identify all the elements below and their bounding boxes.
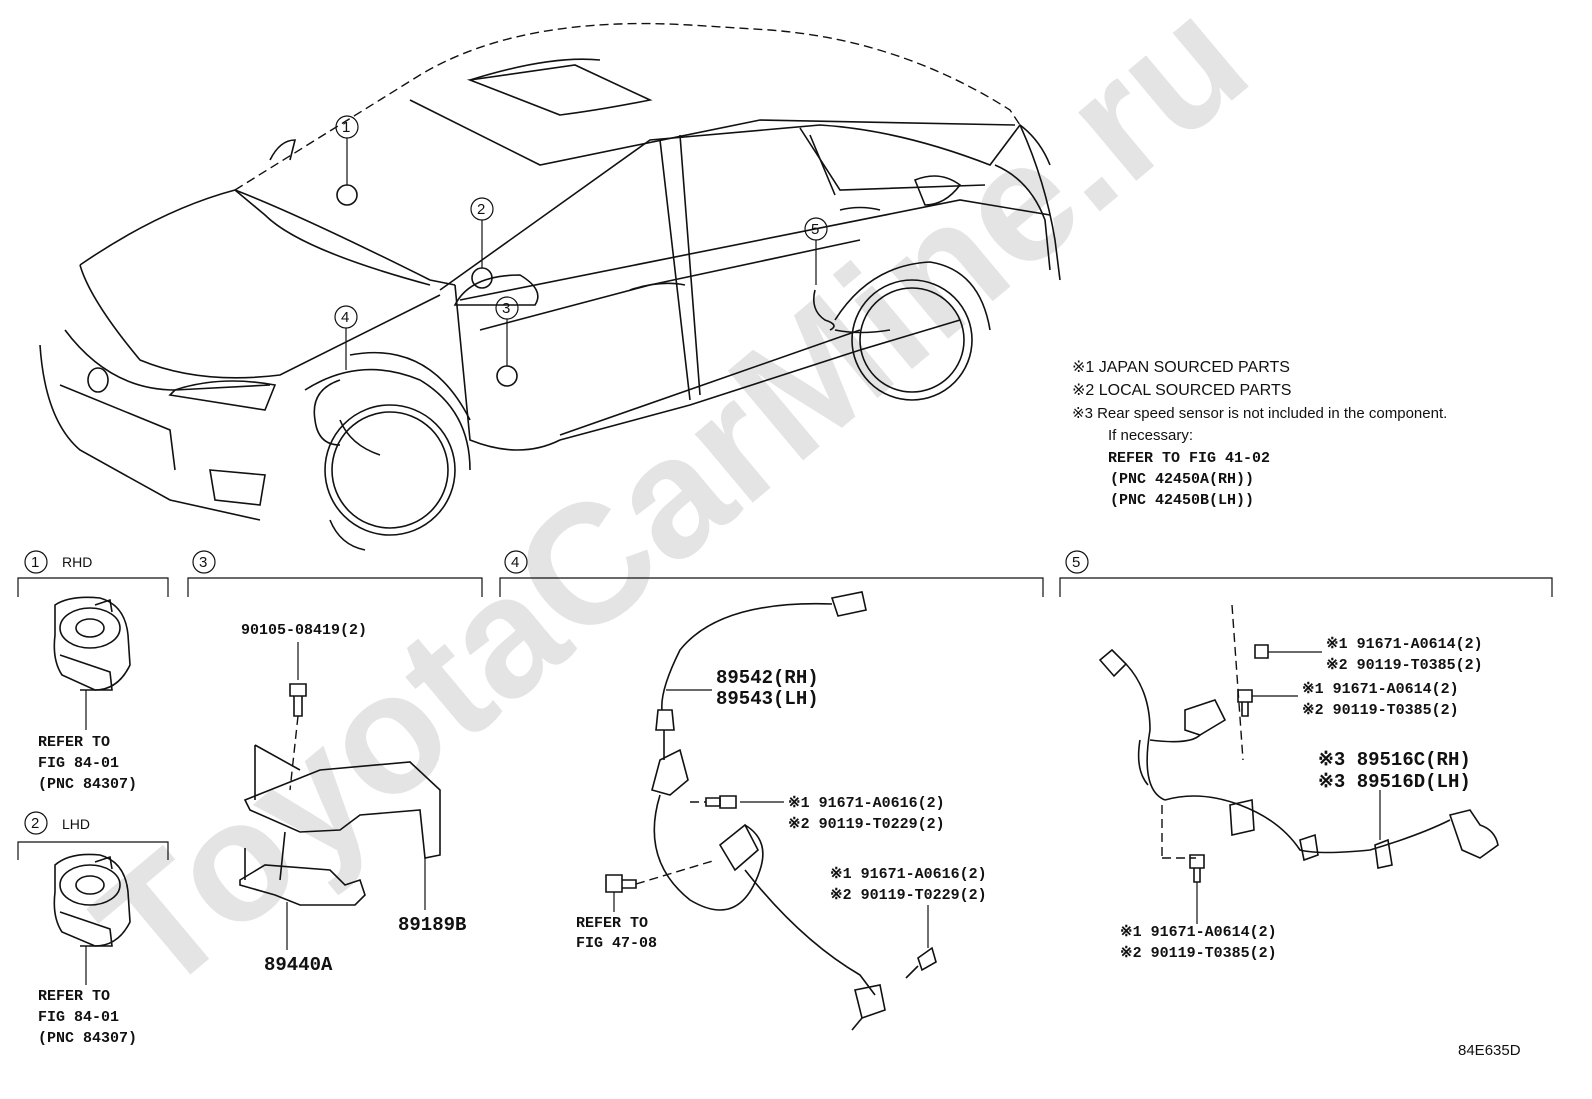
section-4-bolt1-local: ※2 90119-T0229(2): [788, 816, 945, 833]
part-89516d-lh: ※3 89516D(LH): [1318, 771, 1471, 793]
section-1-number: 1: [31, 554, 39, 571]
section-4: 4 89542(RH) 89543(LH) ※1 91671-A0616(2) …: [499, 550, 1044, 1031]
part-89440a: 89440A: [264, 954, 333, 976]
car-illustration: 1 2 3 4 5: [39, 22, 1061, 551]
note-rear-sensor: ※3 Rear speed sensor is not included in …: [1072, 405, 1447, 422]
note-pnc-lh: (PNC 42450B(LH)): [1110, 492, 1254, 509]
spiral-cable-rhd: [53, 596, 131, 691]
note-japan-sourced: ※1 JAPAN SOURCED PARTS: [1072, 359, 1290, 376]
sensor-bracket-89440a: [239, 831, 366, 906]
part-89516c-rh: ※3 89516C(RH): [1318, 749, 1471, 771]
section-5-number: 5: [1072, 554, 1080, 571]
rear-speed-sensor-harness: [1098, 648, 1499, 869]
bolt-icon: [905, 946, 937, 979]
note-local-sourced: ※2 LOCAL SOURCED PARTS: [1072, 382, 1291, 399]
section-5-boltC-japan: ※1 91671-A0614(2): [1120, 924, 1277, 941]
bolt-icon: [705, 795, 737, 809]
section-4-bolt1-japan: ※1 91671-A0616(2): [788, 795, 945, 812]
part-89543-lh: 89543(LH): [716, 688, 819, 710]
section-5: 5 ※1 91671-A0614(2) ※2 90119-T0385(2): [1059, 550, 1553, 962]
bolt-icon: [1189, 854, 1205, 883]
bolt-icon: [1237, 689, 1253, 717]
bracket-89189b: [243, 744, 441, 859]
part-89189b: 89189B: [398, 914, 466, 936]
section-1-refer-1: REFER TO: [38, 734, 110, 751]
section-1-rhd: 1 RHD REFER TO FIG 84-01 (PNC 84307): [17, 550, 169, 793]
bolt-icon: [605, 874, 637, 893]
section-2-refer-1: REFER TO: [38, 988, 110, 1005]
section-5-boltA-local: ※2 90119-T0385(2): [1326, 657, 1483, 674]
callout-5: 5: [811, 221, 819, 238]
section-2-number: 2: [31, 815, 39, 832]
notes-block: ※1 JAPAN SOURCED PARTS ※2 LOCAL SOURCED …: [1072, 359, 1447, 509]
section-1-label: RHD: [62, 554, 92, 570]
bolt-icon: [1254, 644, 1269, 659]
callout-4: 4: [341, 309, 349, 326]
section-3: 3 90105-08419(2) 89440A 89189B: [187, 550, 483, 976]
callout-3: 3: [502, 300, 510, 317]
section-2-label: LHD: [62, 816, 90, 832]
spiral-cable-lhd: [53, 853, 131, 947]
section-2-refer-3: (PNC 84307): [38, 1030, 137, 1047]
note-pnc-rh: (PNC 42450A(RH)): [1110, 471, 1254, 488]
section-1-refer-3: (PNC 84307): [38, 776, 137, 793]
front-speed-sensor: [651, 591, 886, 1031]
section-4-refer-2: FIG 47-08: [576, 935, 657, 952]
note-refer-fig: REFER TO FIG 41-02: [1108, 450, 1270, 467]
note-if-necessary: If necessary:: [1108, 427, 1193, 444]
section-3-bolt-label: 90105-08419(2): [241, 622, 367, 639]
section-2-refer-2: FIG 84-01: [38, 1009, 119, 1026]
section-4-refer-1: REFER TO: [576, 915, 648, 932]
section-2-lhd: 2 LHD REFER TO FIG 84-01 (PNC 84307): [17, 811, 169, 1047]
part-89542-rh: 89542(RH): [716, 667, 819, 689]
figure-id: 84E635D: [1458, 1042, 1521, 1059]
callout-2: 2: [477, 201, 485, 218]
section-3-number: 3: [199, 554, 207, 571]
section-5-boltB-local: ※2 90119-T0385(2): [1302, 702, 1459, 719]
callout-1: 1: [342, 119, 350, 136]
section-1-refer-2: FIG 84-01: [38, 755, 119, 772]
section-4-bolt2-local: ※2 90119-T0229(2): [830, 887, 987, 904]
section-4-number: 4: [511, 554, 519, 571]
section-5-boltA-japan: ※1 91671-A0614(2): [1326, 636, 1483, 653]
section-5-boltC-local: ※2 90119-T0385(2): [1120, 945, 1277, 962]
section-4-bolt2-japan: ※1 91671-A0616(2): [830, 866, 987, 883]
section-5-boltB-japan: ※1 91671-A0614(2): [1302, 681, 1459, 698]
